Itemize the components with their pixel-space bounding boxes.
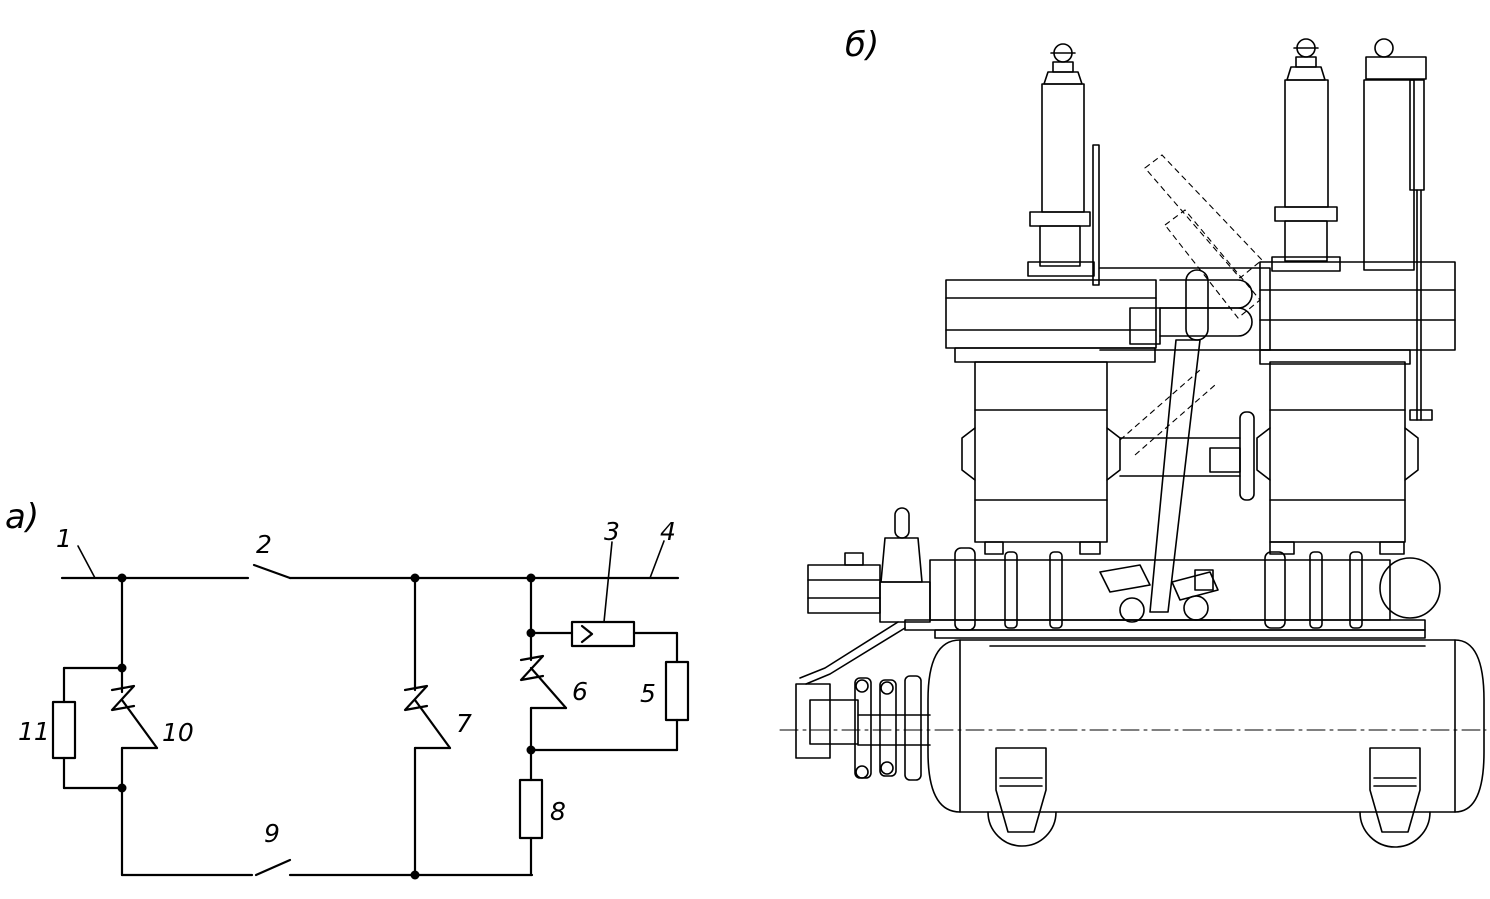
resistor-8	[518, 778, 544, 840]
contact-7	[413, 698, 452, 750]
pipe	[799, 621, 906, 685]
left-column	[1027, 43, 1100, 286]
resistor-11	[51, 700, 77, 760]
element-10-symbol	[110, 684, 136, 712]
switch-9-blade	[254, 858, 292, 877]
tank	[779, 639, 1487, 813]
wheel-right	[1359, 747, 1431, 848]
callout-4: 4	[660, 517, 676, 546]
callout-8: 8	[550, 797, 566, 826]
leader-lines	[77, 540, 665, 623]
panel-b-label: б)	[845, 25, 879, 65]
callout-3: 3	[604, 517, 620, 546]
switch-2-blade	[252, 563, 292, 580]
callout-5: 5	[640, 679, 656, 708]
front-connector	[795, 675, 931, 781]
callout-10: 10	[162, 718, 194, 747]
callout-6: 6	[572, 677, 588, 706]
callout-11: 11	[18, 717, 50, 746]
panel-a-label: а)	[5, 497, 39, 537]
apparatus-drawing: б)	[779, 25, 1487, 848]
flange-connector	[1119, 411, 1255, 501]
circuit-diagram: а)	[5, 497, 690, 880]
drive-rod	[1149, 339, 1201, 613]
base-plate	[904, 619, 1426, 647]
middle-branch	[403, 573, 452, 880]
chamber-left	[961, 361, 1121, 543]
wheel-left	[987, 747, 1057, 847]
rod-column	[1363, 38, 1433, 421]
callout-7: 7	[456, 709, 472, 738]
element-3-arrow	[580, 624, 594, 644]
mechanism-beam	[929, 541, 1441, 631]
contact-10	[120, 698, 159, 750]
right-branch	[518, 573, 690, 877]
element-7-symbol	[403, 684, 429, 712]
right-column	[1271, 38, 1341, 272]
resistor-5	[664, 660, 690, 722]
callout-2: 2	[256, 530, 272, 559]
callout-1: 1	[56, 524, 72, 553]
left-branch	[51, 573, 159, 877]
contact-6	[529, 666, 568, 710]
side-valve	[807, 507, 931, 623]
callout-9: 9	[264, 819, 280, 848]
chamber-right	[1256, 361, 1419, 543]
upper-housing	[945, 261, 1456, 365]
